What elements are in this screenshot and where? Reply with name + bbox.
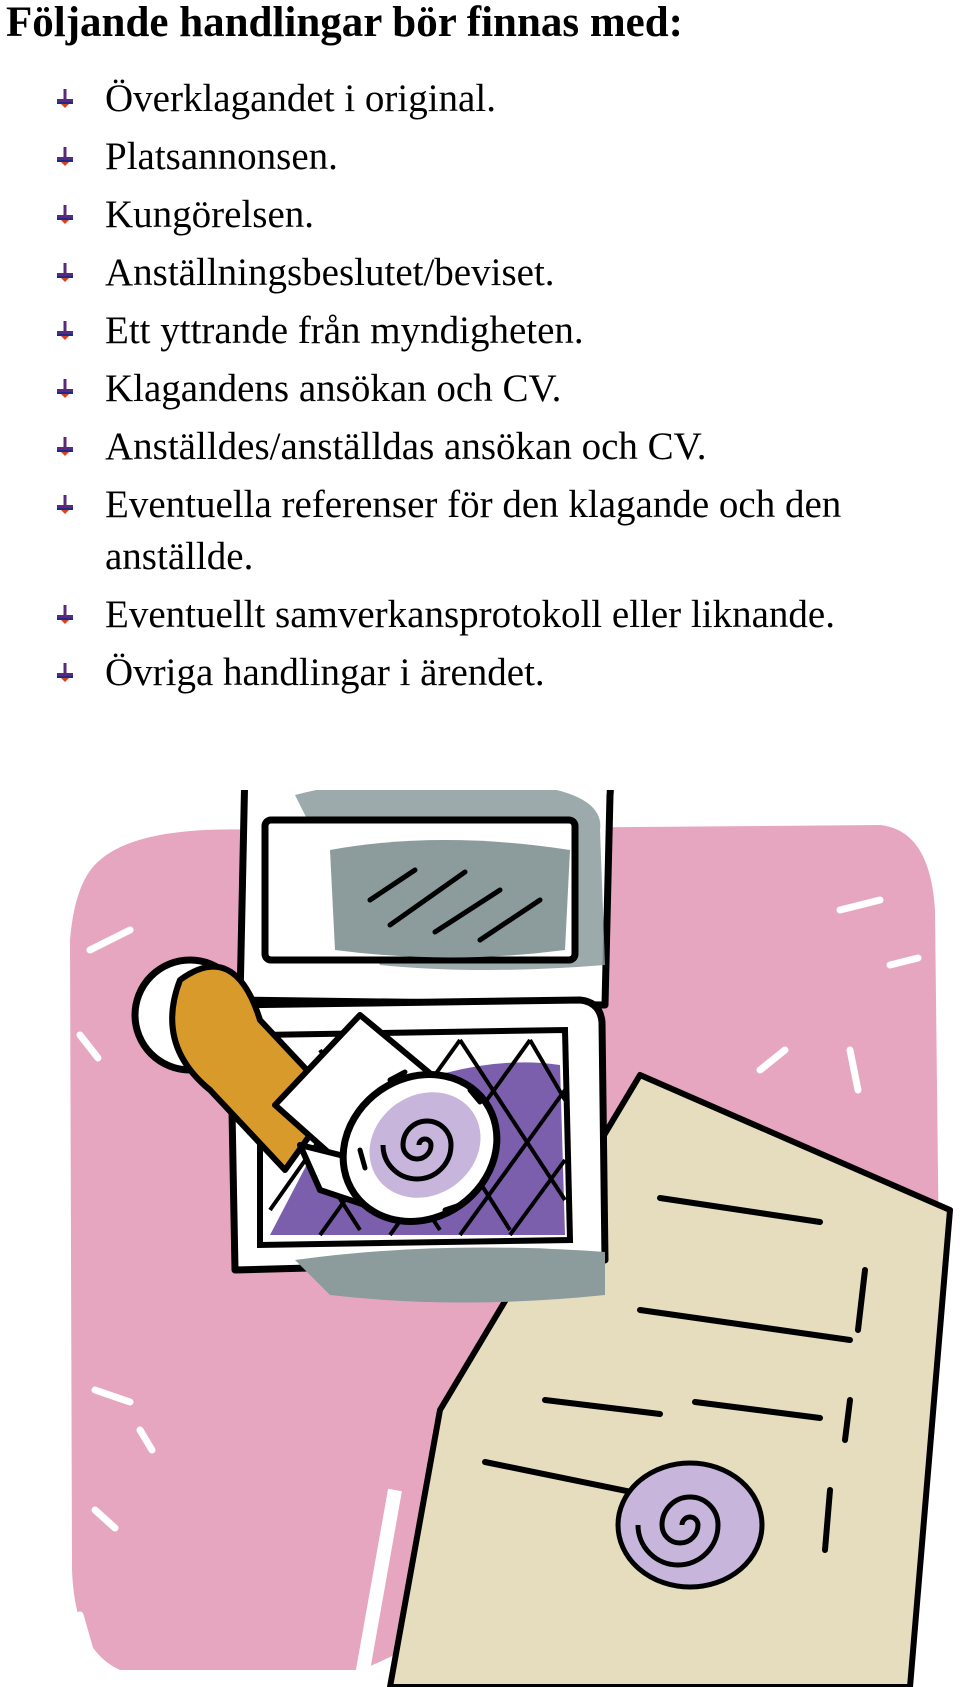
arrow-down-bullet-icon [57,205,73,224]
arrow-down-bullet-icon [57,437,73,456]
document-text-lines [482,1195,868,1553]
list-item: Ett yttrande från myndigheten. [0,305,960,357]
page-title: Följande handlingar bör finnas med: [6,0,683,46]
rubber-stamp-and-ink-pad-icon [70,790,953,1687]
list-item-text: Eventuella referenser för den klagande o… [105,483,842,578]
list-item: Anställningsbeslutet/beviset. [0,247,960,299]
list-item: Övriga handlingar i ärendet. [0,647,960,699]
arrow-down-bullet-icon [57,379,73,398]
list-item-text: Eventuellt samverkansprotokoll eller lik… [105,593,835,636]
list-item-text: Kungörelsen. [105,193,315,236]
arrow-down-bullet-icon [57,89,73,108]
paper-document [387,1072,953,1687]
arrow-down-bullet-icon [57,605,73,624]
document-list: Överklagandet i original. Platsannonsen.… [0,73,960,705]
arrow-down-bullet-icon [57,495,73,514]
list-item: Anställdes/anställdas ansökan och CV. [0,421,960,473]
list-item: Kungörelsen. [0,189,960,241]
list-item-text: Anställdes/anställdas ansökan och CV. [105,425,707,468]
list-item-text: Övriga handlingar i ärendet. [105,651,545,694]
list-item: Klagandens ansökan och CV. [0,363,960,415]
arrow-down-bullet-icon [57,321,73,340]
arrow-down-bullet-icon [57,147,73,166]
list-item-text: Platsannonsen. [105,135,338,178]
list-item-text: Överklagandet i original. [105,77,496,120]
list-item: Överklagandet i original. [0,73,960,125]
arrow-down-bullet-icon [57,263,73,282]
list-item: Eventuellt samverkansprotokoll eller lik… [0,589,960,641]
arrow-down-bullet-icon [57,663,73,682]
list-item-text: Ett yttrande från myndigheten. [105,309,584,352]
sparkle-marks [76,896,922,1654]
list-item-text: Anställningsbeslutet/beviset. [105,251,555,294]
list-item: Platsannonsen. [0,131,960,183]
list-item: Eventuella referenser för den klagande o… [0,479,960,583]
list-item-text: Klagandens ansökan och CV. [105,367,562,410]
